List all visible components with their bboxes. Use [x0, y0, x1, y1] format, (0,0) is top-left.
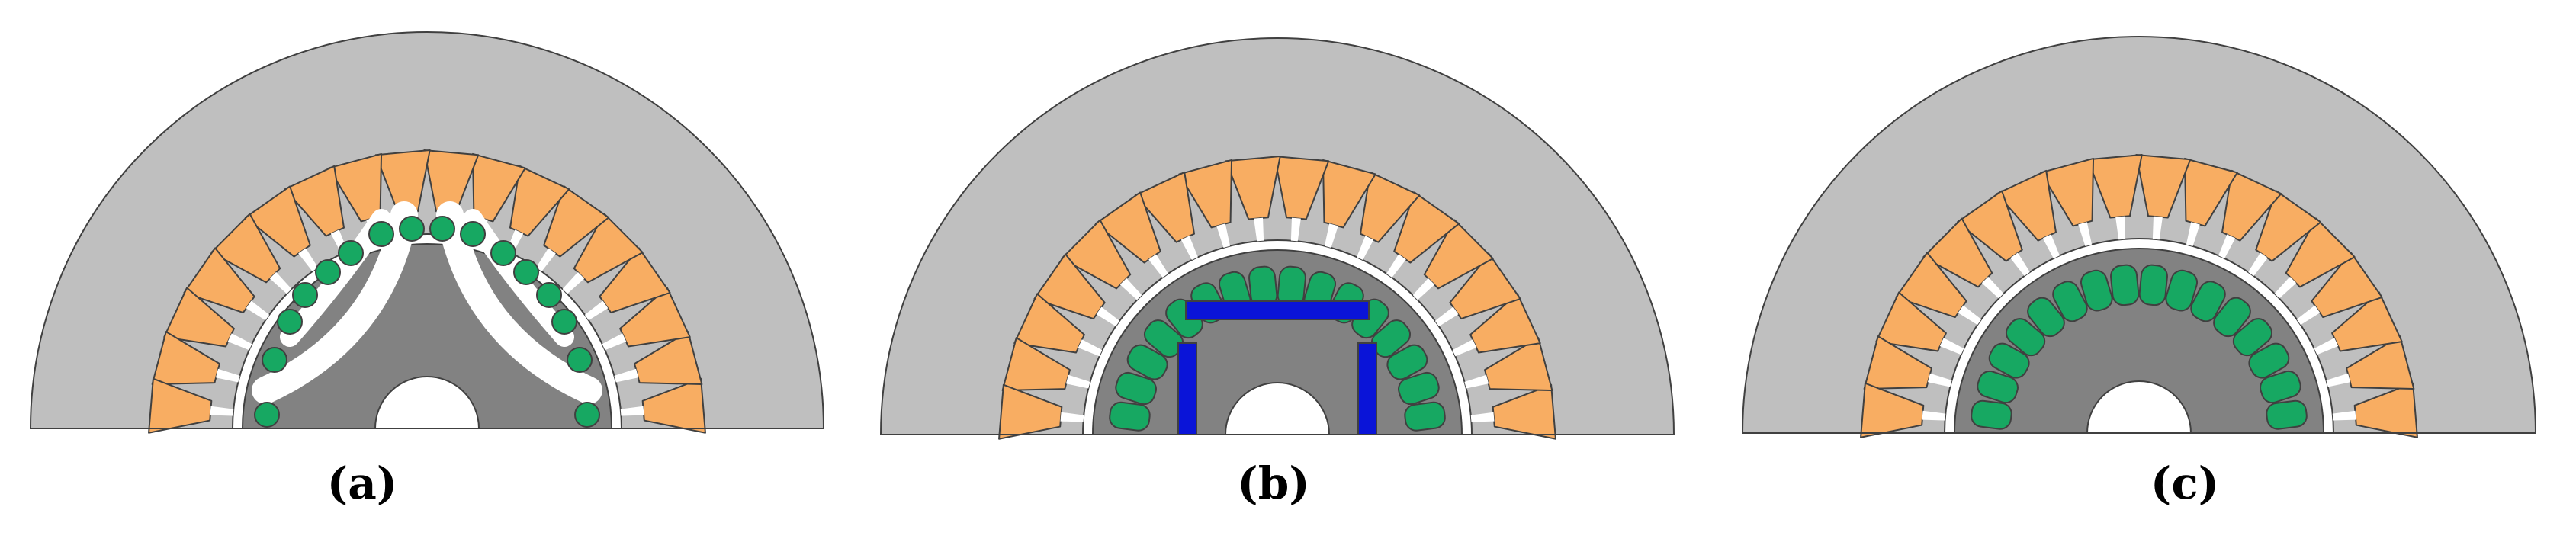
- rotor-magnet: [490, 240, 516, 266]
- panel-b-diagram: [879, 37, 1675, 440]
- panel-b-caption: (b): [1237, 457, 1310, 509]
- slot-opening: [215, 368, 240, 383]
- rotor-magnet: [262, 347, 287, 373]
- slot-opening: [1412, 278, 1435, 300]
- blue-bar-magnet: [1177, 342, 1197, 435]
- slot-opening: [1357, 236, 1374, 260]
- slot-opening: [1324, 223, 1338, 248]
- slot-opening: [1927, 373, 1952, 387]
- rotor-magnet: [429, 216, 455, 242]
- slot-opening: [2186, 222, 2200, 246]
- rotor-magnet: [1115, 371, 1157, 406]
- rotor-magnet: [1126, 344, 1168, 380]
- rotor-magnet: [2165, 269, 2199, 312]
- slot-opening: [1078, 339, 1103, 357]
- rotor-magnet: [567, 347, 593, 373]
- slot-opening: [1981, 276, 2004, 299]
- rotor-core: [1953, 248, 2325, 434]
- slot-opening: [227, 333, 252, 351]
- rotor-magnet: [2027, 297, 2065, 338]
- slot-opening: [2314, 338, 2339, 355]
- slot-opening: [562, 271, 585, 294]
- slot-opening: [1464, 374, 1489, 389]
- panel-a-caption: (a): [326, 457, 398, 509]
- rotor-magnet: [292, 282, 318, 308]
- slot-opening: [2115, 216, 2126, 240]
- rotor-magnet: [338, 240, 364, 266]
- flux-barrier: [252, 201, 418, 404]
- rotor-magnet: [574, 402, 600, 428]
- rotor-magnet: [1398, 371, 1440, 406]
- slot-opening: [2248, 252, 2268, 277]
- slot-opening: [620, 406, 644, 416]
- rotor-magnet: [368, 221, 394, 247]
- slot-opening: [246, 300, 270, 321]
- panel-a-diagram: [29, 31, 825, 434]
- rotor-magnet: [2080, 269, 2113, 312]
- slot-opening: [298, 248, 318, 272]
- slot-opening: [1254, 217, 1264, 242]
- slot-opening: [1119, 278, 1142, 300]
- slot-opening: [1386, 254, 1406, 278]
- slot-opening: [2218, 234, 2236, 258]
- slot-opening: [2010, 252, 2030, 277]
- slot-opening: [2042, 234, 2060, 258]
- slot-opening: [1434, 306, 1459, 327]
- rotor-magnet: [2052, 281, 2088, 322]
- panel-c-caption: (c): [2150, 457, 2220, 509]
- slot-opening: [2078, 222, 2093, 246]
- rotor-magnet: [460, 221, 486, 247]
- slot-opening: [2332, 410, 2356, 421]
- slot-opening: [1065, 374, 1090, 389]
- slot-opening: [2296, 305, 2321, 326]
- slot-opening: [2274, 276, 2297, 299]
- rotor-magnet: [2138, 264, 2168, 306]
- rotor-magnet: [2248, 342, 2290, 379]
- slot-opening: [1922, 410, 1946, 421]
- rotor-magnet: [2232, 318, 2273, 357]
- slot-opening: [602, 333, 627, 351]
- slot-opening: [1939, 338, 1964, 355]
- rotor-magnet: [513, 259, 539, 285]
- slot-opening: [584, 300, 609, 321]
- slot-opening: [1148, 254, 1168, 278]
- rotor-magnet: [1971, 399, 2012, 430]
- slot-opening: [1096, 306, 1120, 327]
- slot-opening: [210, 406, 234, 416]
- rotor-magnet: [1977, 370, 2019, 404]
- slot-opening: [1290, 217, 1301, 242]
- slot-opening: [1958, 305, 1982, 326]
- slot-opening: [614, 368, 639, 383]
- slot-opening: [1180, 236, 1198, 260]
- panel-c-diagram: [1741, 36, 2537, 438]
- slot-opening: [269, 271, 292, 294]
- rotor-magnet: [277, 309, 303, 335]
- slot-opening: [2326, 373, 2351, 387]
- rotor-magnet: [399, 216, 425, 242]
- rotor-magnet: [2213, 297, 2251, 338]
- rotor-magnet: [1386, 344, 1428, 380]
- rotor-magnet: [551, 309, 577, 335]
- rotor-magnet: [1109, 401, 1151, 432]
- slot-opening: [536, 248, 556, 272]
- rotor-magnet: [536, 282, 562, 308]
- rotor-magnet: [2190, 281, 2226, 322]
- rotor-magnet: [1404, 401, 1446, 432]
- blue-bar-magnet: [1185, 300, 1370, 320]
- slot-opening: [1060, 412, 1084, 422]
- rotor-magnet: [315, 259, 341, 285]
- flux-barrier: [436, 201, 602, 404]
- rotor-magnet: [2266, 399, 2308, 430]
- slot-opening: [1452, 339, 1477, 357]
- rotor-magnet: [2260, 370, 2301, 404]
- slot-opening: [1216, 223, 1231, 248]
- rotor-magnet: [254, 402, 280, 428]
- blue-bar-magnet: [1357, 342, 1377, 435]
- slot-opening: [2152, 216, 2163, 240]
- rotor-magnet: [2110, 264, 2140, 306]
- rotor-magnet: [2005, 318, 2046, 357]
- slot-opening: [1470, 412, 1495, 422]
- rotor-magnet: [1988, 342, 2030, 379]
